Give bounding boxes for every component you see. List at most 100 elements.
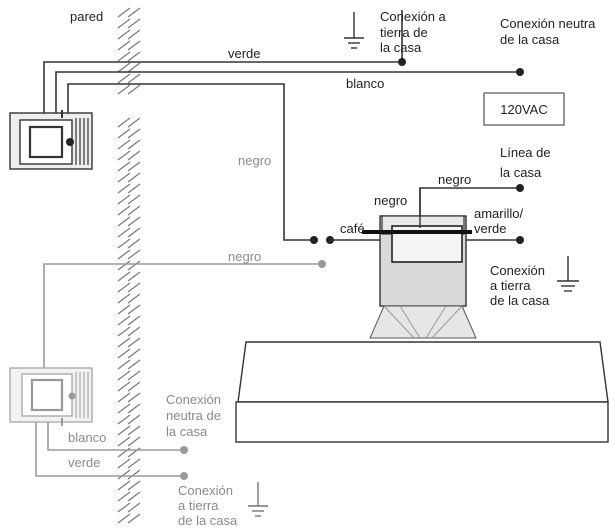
wall-hatch-line xyxy=(127,271,141,282)
label-green-bottom: verde xyxy=(68,455,101,470)
wall-hatch-line xyxy=(127,161,141,172)
wall-hatch-line xyxy=(127,414,141,425)
label-green-top: verde xyxy=(228,46,261,61)
wall-hatch-line xyxy=(117,205,131,216)
wall-hatch-line xyxy=(117,51,131,62)
wall-hatch-line xyxy=(117,40,131,51)
wall-hatch-line xyxy=(127,425,141,436)
wall-hatch-line xyxy=(127,73,141,84)
wall-hatch-line xyxy=(117,117,131,128)
wall-hatch-line xyxy=(117,84,131,95)
terminal-ground-bottom xyxy=(180,472,188,480)
wall-hatch-line xyxy=(117,183,131,194)
wall-hatch-line xyxy=(117,161,131,172)
wall-hatch-line xyxy=(127,491,141,502)
wall-hatch-line xyxy=(127,7,141,18)
label-ground-hood-1: Conexión xyxy=(490,263,545,278)
ground-symbol-hood xyxy=(557,256,579,292)
label-black-motor: negro xyxy=(374,193,407,208)
label-ground-top-3: la casa xyxy=(380,40,422,55)
wall-hatch-line xyxy=(127,29,141,40)
wall-hatch-line xyxy=(117,271,131,282)
wall-hatch-line xyxy=(117,326,131,337)
label-neutral-top-1: Conexión neutra xyxy=(500,16,596,31)
wall-hatch-line xyxy=(117,403,131,414)
label-brown: café xyxy=(340,221,365,236)
wall-hatch-line xyxy=(127,40,141,51)
wall-hatch-line xyxy=(127,18,141,29)
wall-hatch-line xyxy=(127,326,141,337)
wall-switch-bottom xyxy=(9,367,93,426)
wall-hatch-line xyxy=(127,502,141,513)
white-wire-bottom xyxy=(47,418,184,451)
wall-hatch-line xyxy=(127,403,141,414)
green-wire-top xyxy=(43,61,402,118)
label-black-bottom: negro xyxy=(228,249,261,264)
wall-hatch-line xyxy=(127,315,141,326)
wall-hatch-line xyxy=(127,62,141,73)
wall-hatch-line xyxy=(127,216,141,227)
wall-hatch-line xyxy=(127,172,141,183)
wall-hatch-line xyxy=(127,381,141,392)
wall-hatch-line xyxy=(127,370,141,381)
wall-hatch-line xyxy=(127,205,141,216)
wall-hatch-line xyxy=(117,469,131,480)
label-neutral-bottom-2: neutra de xyxy=(166,408,221,423)
blower-unit xyxy=(362,188,477,339)
label-line-1: Línea de xyxy=(500,145,551,160)
wall-hatch-line xyxy=(127,348,141,359)
wall-hatch-line xyxy=(117,227,131,238)
wall-hatch-line xyxy=(127,249,141,260)
wall-hatch-line xyxy=(117,392,131,403)
range-hood xyxy=(235,341,609,443)
ground-symbol-bottom xyxy=(248,482,268,517)
wall-hatch-line xyxy=(117,425,131,436)
wall-hatch-line xyxy=(127,84,141,95)
wall-hatch-line xyxy=(117,381,131,392)
wall-hatch-line xyxy=(127,150,141,161)
terminal-black-switch xyxy=(310,236,318,244)
label-ground-bottom-3: de la casa xyxy=(178,513,238,528)
wall-hatch-line xyxy=(117,359,131,370)
wall-hatch-line xyxy=(117,139,131,150)
wall-hatch-line xyxy=(127,458,141,469)
terminal-neutral-bottom xyxy=(180,446,188,454)
label-white-bottom: blanco xyxy=(68,430,106,445)
label-black-top: negro xyxy=(238,153,271,168)
wall-hatch-line xyxy=(117,370,131,381)
label-line-2: la casa xyxy=(500,165,542,180)
label-neutral-top-2: de la casa xyxy=(500,32,560,47)
terminal-yellow-green xyxy=(516,236,524,244)
wall-hatch-line xyxy=(117,18,131,29)
terminal-neutral-top xyxy=(516,68,524,76)
wall-hatch-line xyxy=(127,304,141,315)
wall-hatch-line xyxy=(117,491,131,502)
label-yellow-green-2: verde xyxy=(474,221,507,236)
wall-hatch-line xyxy=(117,513,131,524)
wall-hatch-line xyxy=(127,51,141,62)
label-yellow-green-1: amarillo/ xyxy=(474,206,524,221)
wall-hatch-line xyxy=(117,337,131,348)
wall-hatch-line xyxy=(117,315,131,326)
ground-symbol-top xyxy=(344,12,364,49)
label-wall: pared xyxy=(70,9,103,24)
wall-hatch-line xyxy=(117,238,131,249)
wall-switch-top xyxy=(9,110,93,170)
wall-hatch-line xyxy=(117,480,131,491)
wall-hatch-line xyxy=(117,293,131,304)
terminal-black-bottom xyxy=(318,260,326,268)
green-wire-bottom xyxy=(35,418,184,477)
wall-hatch-line xyxy=(127,227,141,238)
wall-hatch-line xyxy=(117,29,131,40)
wall-hatch-line xyxy=(127,392,141,403)
terminal-ground-top xyxy=(398,58,406,66)
label-ground-hood-3: de la casa xyxy=(490,293,550,308)
wall-hatch-line xyxy=(117,150,131,161)
voltage-box xyxy=(483,92,565,126)
label-black-line: negro xyxy=(438,172,471,187)
wall-hatch-line xyxy=(127,282,141,293)
wall-hatch-line xyxy=(127,117,141,128)
wall-hatch-line xyxy=(127,194,141,205)
label-ground-bottom-1: Conexión xyxy=(178,483,233,498)
wall-hatch-line xyxy=(117,260,131,271)
